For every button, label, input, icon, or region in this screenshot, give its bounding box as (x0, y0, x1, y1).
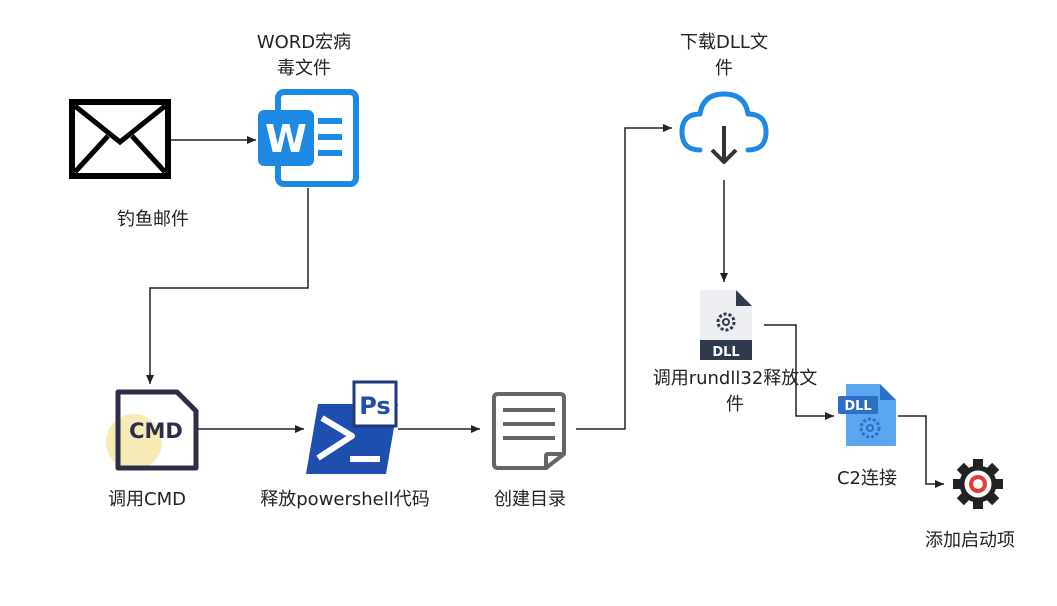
word-document-icon: W (258, 89, 359, 187)
edge-dll-gray-to-dll-blue (764, 324, 834, 420)
dll-gray-label-line1: 调用rundll32释放文 (653, 368, 818, 389)
edge-dll-blue-to-startup (898, 415, 944, 488)
dll-gray-node: DLL 调用rundll32释放文 件 (653, 290, 818, 415)
dll-gray-icon-text: DLL (712, 345, 739, 360)
word-label-line2: 毒文件 (277, 58, 331, 79)
word-icon-letter: W (265, 117, 307, 161)
dll-file-blue-icon: DLL (838, 384, 896, 446)
cloud-download-icon (679, 91, 769, 164)
edge-directory-to-download (576, 124, 672, 430)
cmd-icon-text: CMD (129, 419, 183, 443)
email-node: 钓鱼邮件 (69, 99, 189, 230)
cmd-label: 调用CMD (108, 489, 186, 510)
word-label-line1: WORD宏病 (257, 32, 351, 53)
edge-word-to-cmd (146, 188, 309, 384)
document-lines-icon (492, 392, 566, 470)
edges (146, 124, 944, 488)
download-label-line2: 件 (715, 58, 733, 79)
cmd-file-icon: CMD (106, 389, 199, 471)
dll-blue-node: DLL C2连接 (837, 384, 897, 489)
dll-file-gray-icon: DLL (700, 290, 752, 360)
word-node: WORD宏病 毒文件 W (257, 32, 359, 187)
gear-icon (953, 459, 1003, 509)
startup-node: 添加启动项 (925, 459, 1015, 551)
dll-blue-label: C2连接 (837, 468, 897, 489)
directory-node: 创建目录 (492, 392, 566, 510)
directory-label: 创建目录 (494, 489, 566, 510)
startup-label: 添加启动项 (925, 530, 1015, 551)
powershell-node: Ps 释放powershell代码 (260, 380, 430, 510)
dll-gray-label-line2: 件 (726, 394, 744, 415)
download-node: 下载DLL文 件 (679, 32, 769, 164)
envelope-icon (69, 99, 171, 179)
dll-blue-icon-text: DLL (844, 399, 871, 414)
powershell-label: 释放powershell代码 (260, 489, 430, 510)
email-label: 钓鱼邮件 (117, 209, 189, 230)
powershell-icon-text: Ps (359, 392, 390, 420)
cmd-node: CMD 调用CMD (106, 389, 199, 510)
download-label-line1: 下载DLL文 (680, 32, 768, 53)
powershell-icon: Ps (306, 380, 398, 474)
